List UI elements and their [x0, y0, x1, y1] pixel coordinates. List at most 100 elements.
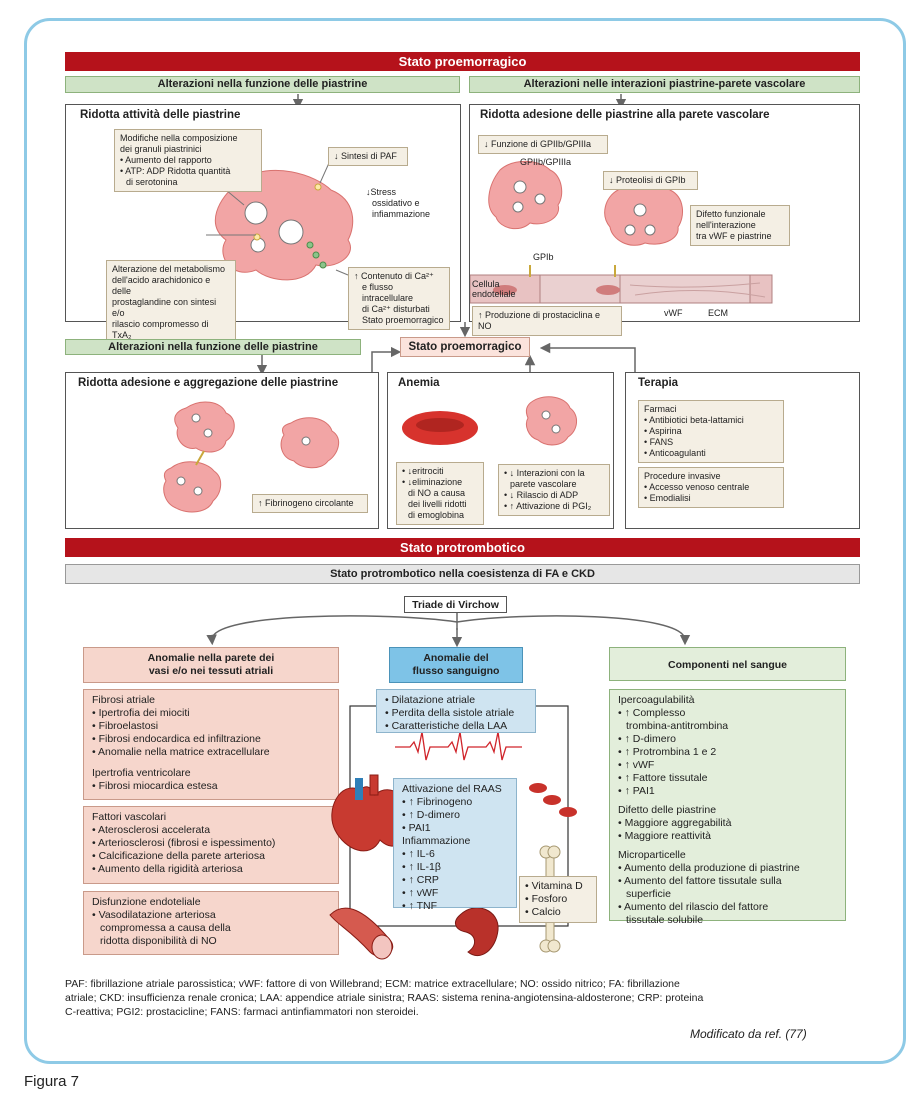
box-blood-line: • Aumento del rilascio del fattore: [618, 901, 769, 913]
box-endothelial-dysfunction: Disfunzione endoteliale • Vasodilatazion…: [83, 891, 339, 955]
box-blood-line: tissutale solubile: [626, 914, 704, 926]
box-raas-line: Attivazione del RAAS: [402, 783, 502, 795]
proemorragic-title-bar: Stato proemorragico: [65, 52, 860, 71]
panel-vascular-adhesion-title: Ridotta adesione delle piastrine alla pa…: [480, 109, 770, 121]
note-granules-line: • ATP: ADP Ridotta quantità: [120, 166, 231, 176]
note-anemia-left-line: dei livelli ridotti: [408, 499, 467, 509]
platelet-illustration: [195, 162, 354, 281]
note-arach-line: dell'acido arachidonico e delle: [112, 275, 211, 296]
box-blood-line: Ipercoagulabilità: [618, 694, 695, 706]
box-blood-components: Ipercoagulabilità • ↑ Complesso trombina…: [609, 689, 846, 926]
box-atrial-line: Ipertrofia ventricolare: [92, 767, 191, 779]
box-atrial-fibrosis: Fibrosi atriale • Ipertrofia dei miociti…: [83, 689, 339, 800]
box-raas-line: • ↑ IL-6: [402, 848, 435, 860]
box-endo-line: compromessa a causa della: [100, 922, 231, 934]
note-gp-function: ↓ Funzione di GPIIb/GPIIIa: [478, 135, 608, 154]
box-blood-line: • Aumento della produzione di piastrine: [618, 862, 800, 874]
box-vascular-line: • Calcificazione della parete arteriosa: [92, 850, 265, 862]
protrombotic-title-bar: Stato protrombotico: [65, 538, 860, 557]
label-endothelial-cell: Cellula endoteliale: [472, 279, 516, 299]
box-atrial-line: • Fibroelastosi: [92, 720, 159, 732]
box-blood-line: Microparticelle: [618, 849, 686, 861]
box-raas-line: • ↑ Fibrinogeno: [402, 796, 473, 808]
note-anemia-left-line: di emoglobina: [408, 510, 465, 520]
note-granules-line: di serotonina: [126, 177, 178, 187]
box-atrial-line: • Fibrosi miocardica estesa: [92, 780, 218, 792]
box-vascular-factors: Fattori vascolari • Aterosclerosi accele…: [83, 806, 339, 884]
note-anemia-right-line: • ↑ Attivazione di PGI₂: [504, 501, 592, 511]
box-blood-line: • ↑ Protrombina 1 e 2: [618, 746, 717, 758]
label-vwf: vWF: [664, 308, 683, 318]
box-blood-line: • ↑ PAI1: [618, 785, 655, 797]
note-fibrinogen: ↑ Fibrinogeno circolante: [252, 494, 368, 513]
box-blood-line: trombina-antitrombina: [626, 720, 729, 732]
procedure-line: • Accesso venoso centrale: [644, 482, 750, 492]
af-ckd-header: Stato protrombotico nella coesistenza di…: [65, 564, 860, 584]
box-blood-line: • ↑ Fattore tissutale: [618, 772, 708, 784]
note-ca-line: Stato proemorragico: [362, 315, 444, 325]
box-atrial-line: Fibrosi atriale: [92, 694, 156, 706]
note-drugs: Farmaci • Antibiotici beta-lattamici • A…: [638, 400, 784, 463]
box-flow-line: • Perdita della sistole atriale: [385, 707, 515, 719]
box-raas-line: • ↑ TNF: [402, 900, 437, 912]
box-blood-line: • Maggiore aggregabilità: [618, 817, 732, 829]
note-anemia-right-line: • ↓ Interazioni con la: [504, 468, 585, 478]
note-stress: ↓Stress ossidativo e infiammazione: [366, 187, 430, 220]
box-raas-line: • ↑ vWF: [402, 887, 439, 899]
drug-line: • FANS: [644, 437, 674, 447]
footnote-line: atriale; CKD: insufficienza renale croni…: [65, 992, 704, 1004]
panel-adhesion-aggregation: Ridotta adesione e aggregazione delle pi…: [65, 372, 379, 529]
footnote-line: PAF: fibrillazione atriale parossistica;…: [65, 978, 680, 990]
box-vascular-line: Fattori vascolari: [92, 811, 167, 823]
aggregation-illustration: [163, 401, 340, 513]
header-vessel-wall-line: vasi e/o nei tessuti atriali: [148, 665, 274, 677]
note-stress-line: ossidativo e: [372, 198, 420, 208]
label-gp: GPIIb/GPIIIa: [520, 157, 572, 167]
panel-therapy: Terapia Farmaci • Antibiotici beta-latta…: [625, 372, 860, 529]
drug-line: • Anticoagulanti: [644, 448, 706, 458]
note-erythrocytes: • ↓eritrociti • ↓eliminazione di NO a ca…: [396, 462, 484, 525]
virchow-triad: Triade di Virchow: [404, 596, 507, 613]
note-defect-line: nell'interazione: [696, 220, 756, 230]
box-raas-line: • ↑ CRP: [402, 874, 439, 886]
box-atrial-flow: • Dilatazione atriale • Perdita della si…: [376, 689, 536, 733]
note-anemia-right-line: • ↓ Rilascio di ADP: [504, 490, 579, 500]
box-vascular-line: • Aterosclerosi accelerata: [92, 824, 211, 836]
box-vascular-line: • Arteriosclerosi (fibrosi e ispessiment…: [92, 837, 276, 849]
header-blood-flow-line: Anomalie del: [423, 652, 489, 664]
note-anemia-right-line: parete vascolare: [510, 479, 577, 489]
panel-anemia-title: Anemia: [398, 377, 440, 389]
header-blood-flow: Anomalie del flusso sanguigno: [389, 647, 523, 683]
panel-adhesion-title: Ridotta adesione e aggregazione delle pi…: [78, 377, 339, 389]
box-endo-line: ridotta disponibilità di NO: [100, 935, 217, 947]
note-granules-line: • Aumento del rapporto: [120, 155, 212, 165]
header-blood-flow-line: flusso sanguigno: [412, 665, 500, 677]
note-prostacyclin: ↑ Produzione di prostaciclina e NO: [472, 306, 622, 336]
note-gpib-proteolysis: ↓ Proteolisi di GPIb: [603, 171, 698, 190]
platelet-function-header-2: Alterazioni nella funzione delle piastri…: [65, 339, 361, 355]
note-paf: ↓ Sintesi di PAF: [328, 147, 408, 166]
box-blood-line: • ↑ vWF: [618, 759, 655, 771]
note-anemia-left-line: • ↓eritrociti: [402, 466, 444, 476]
note-anemia-left-line: • ↓eliminazione: [402, 477, 463, 487]
box-minerals: • Vitamina D • Fosforo • Calcio: [519, 876, 597, 923]
box-blood-line: • ↑ Complesso: [618, 707, 686, 719]
note-stress-line: ↓Stress: [366, 187, 397, 197]
panel-vascular-adhesion: Ridotta adesione delle piastrine alla pa…: [469, 104, 860, 336]
box-endo-line: Disfunzione endoteliale: [92, 896, 201, 908]
box-flow-line: • Dilatazione atriale: [385, 694, 476, 706]
label-cell-line: Cellula: [472, 279, 500, 289]
box-blood-line: superficie: [626, 888, 671, 900]
box-raas-line: • ↑ IL-1β: [402, 861, 441, 873]
box-minerals-line: • Calcio: [525, 906, 561, 918]
header-vessel-wall-line: Anomalie nella parete dei: [147, 652, 275, 664]
note-ca-line: ↑ Contenuto di Ca²⁺: [354, 271, 434, 281]
note-granules-line: Modifiche nella composizione: [120, 133, 238, 143]
note-defect-line: Difetto funzionale: [696, 209, 766, 219]
box-endo-line: • Vasodilatazione arteriosa: [92, 909, 216, 921]
box-blood-line: • Aumento del fattore tissutale sulla: [618, 875, 782, 887]
note-ca-line: di Ca²⁺ disturbati: [362, 304, 430, 314]
note-ca-line: e flusso intracellulare: [362, 282, 414, 303]
box-raas-line: • ↑ D-dimero: [402, 809, 460, 821]
note-procedures: Procedure invasive • Accesso venoso cent…: [638, 467, 784, 508]
